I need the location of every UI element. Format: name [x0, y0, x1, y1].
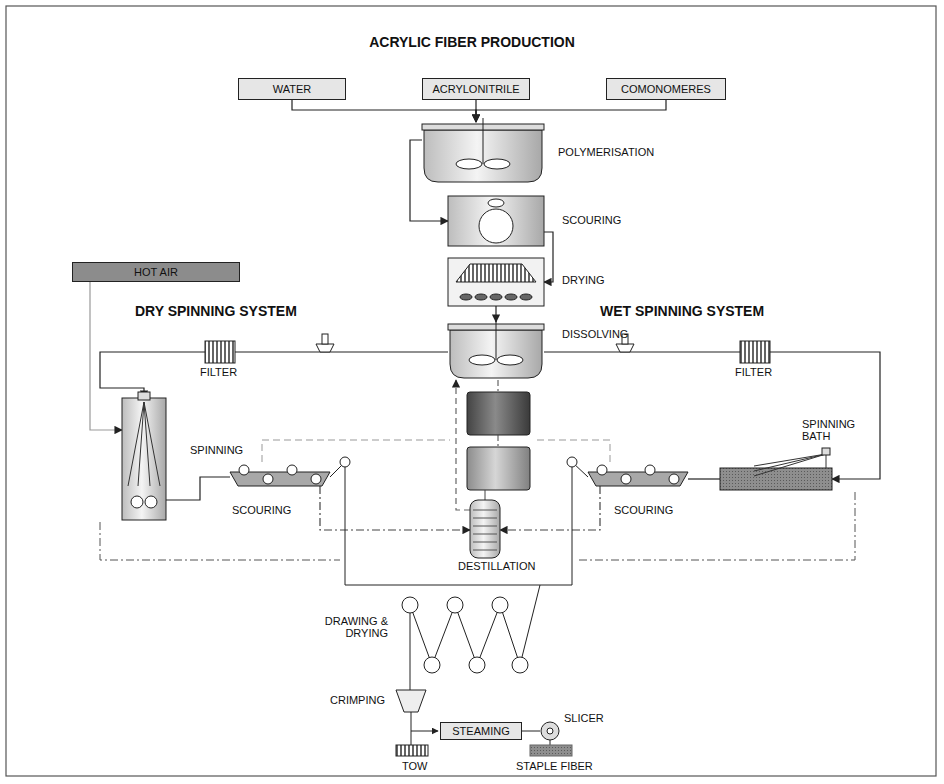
- unit-label: DISSOLVING: [562, 328, 628, 340]
- material-box: WATER: [238, 78, 346, 100]
- process-unit: POLYMERISATION: [422, 122, 544, 184]
- flow-line: [544, 352, 880, 479]
- step-label: STAPLE FIBER: [516, 760, 593, 772]
- step-label: DRAWING & DRYING: [322, 615, 388, 639]
- step-label: CRIMPING: [330, 694, 385, 706]
- unit-label: COMONOMERES: [621, 83, 711, 95]
- bath-symbol: [720, 468, 832, 490]
- spin-symbol: [122, 398, 166, 520]
- flow-line: [166, 477, 230, 500]
- unit-label: STEAMING: [452, 725, 509, 737]
- section-heading: WET SPINNING SYSTEM: [600, 303, 764, 319]
- dryer-symbol: [448, 258, 544, 306]
- material-box: COMONOMERES: [606, 78, 726, 100]
- process-unit: SPINNING BATH: [720, 468, 832, 490]
- process-unit: DRYING: [448, 258, 544, 306]
- tray-symbol: [588, 468, 688, 486]
- scour-symbol: [448, 196, 544, 246]
- tray-symbol: [230, 468, 330, 486]
- unit-label: SCOURING: [232, 504, 291, 516]
- flow-line: [500, 486, 600, 530]
- flow-line: [90, 282, 122, 430]
- unit-label: SPINNING: [190, 444, 243, 456]
- flow-line: [688, 478, 720, 479]
- flow-line: [292, 100, 476, 122]
- flow-line: [544, 232, 553, 282]
- unit-label: POLYMERISATION: [558, 146, 654, 158]
- unit-label: DESTILLATION: [458, 560, 535, 572]
- unit-label: DRYING: [562, 274, 605, 286]
- vessel-symbol: [448, 322, 544, 380]
- unit-label: SCOURING: [562, 214, 621, 226]
- material-box: ACRYLONITRILE: [422, 78, 530, 100]
- unit-label: WATER: [273, 83, 312, 95]
- vessel-symbol: [422, 122, 544, 184]
- step-label: FILTER: [735, 366, 772, 378]
- unit-label: ACRYLONITRILE: [432, 83, 519, 95]
- unit-label: SCOURING: [614, 504, 673, 516]
- section-heading: DRY SPINNING SYSTEM: [135, 303, 297, 319]
- process-unit: SCOURING: [588, 468, 688, 486]
- process-unit: DESTILLATION: [470, 500, 500, 558]
- diagram-title: ACRYLIC FIBER PRODUCTION: [0, 34, 944, 50]
- step-label: SLICER: [564, 712, 604, 724]
- unit-label: SPINNING BATH: [802, 418, 866, 442]
- step-label: TOW: [402, 760, 427, 772]
- flow-line: [476, 100, 666, 122]
- process-unit: SCOURING: [230, 468, 330, 486]
- material-box: STEAMING: [440, 722, 522, 740]
- process-unit: SCOURING: [448, 196, 544, 246]
- step-label: FILTER: [200, 366, 237, 378]
- process-unit: SPINNING: [122, 398, 166, 520]
- flow-line: [100, 352, 448, 398]
- column-symbol: [470, 500, 500, 558]
- material-box: HOT AIR: [72, 262, 240, 282]
- flow-line: [320, 486, 470, 530]
- unit-label: HOT AIR: [134, 266, 178, 278]
- process-unit: DISSOLVING: [448, 322, 544, 380]
